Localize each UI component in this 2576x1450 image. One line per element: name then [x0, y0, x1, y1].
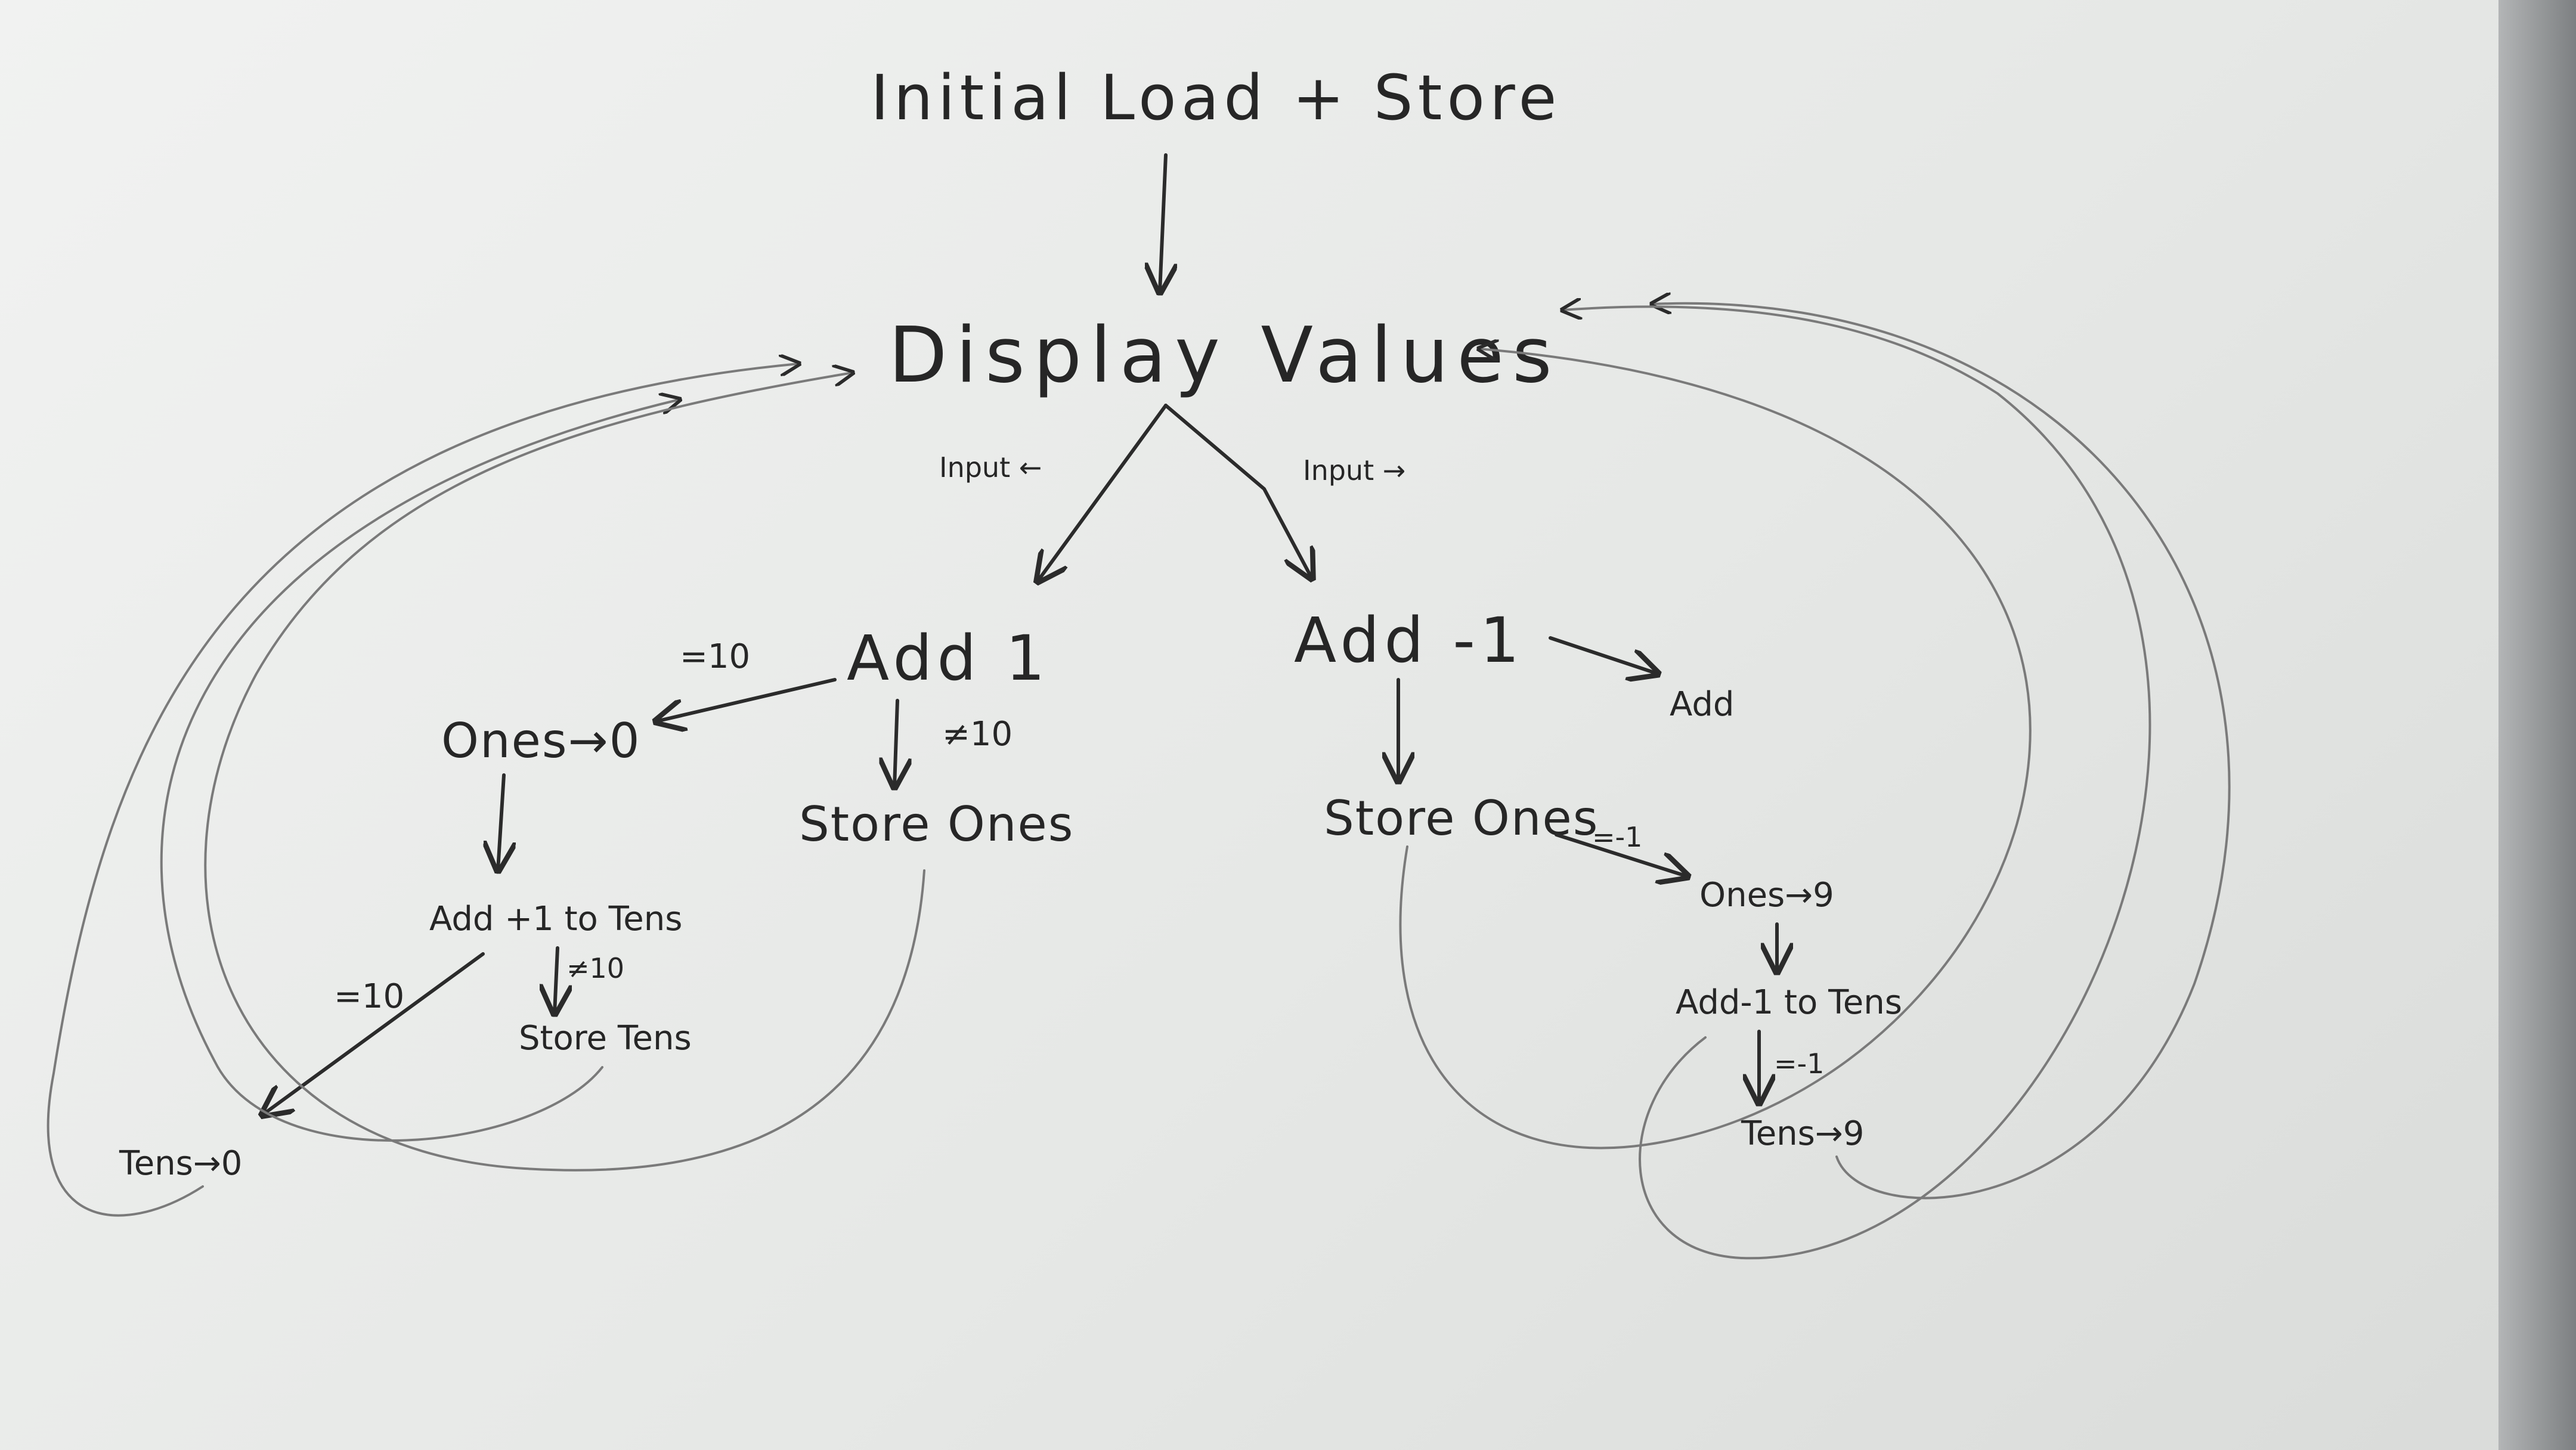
node-add-tens-right: Add-1 to Tens [1676, 983, 1902, 1022]
node-store-ones-right: Store Ones [1324, 791, 1599, 846]
loop-add-tens-right-to-display [1562, 306, 2151, 1260]
node-store-tens: Store Tens [519, 1019, 692, 1058]
edge-label-input-left: Input ← [939, 451, 1042, 484]
node-tens-nine: Tens→9 [1741, 1114, 1864, 1153]
loop-tens-zero-to-display [47, 364, 799, 1217]
arrow-add-one-to-store-ones [894, 699, 897, 787]
node-ones-zero: Ones→0 [441, 713, 641, 769]
arrow-add-tens-to-tens-zero [262, 952, 485, 1115]
edge-label-eq10-ones: =10 [680, 637, 750, 676]
node-display-values: Display Values [888, 311, 1561, 400]
node-add-one: Add 1 [847, 622, 1050, 695]
loop-store-tens-to-display [160, 399, 680, 1142]
loop-store-ones-left-to-display [204, 373, 925, 1172]
node-store-ones-left: Store Ones [799, 797, 1074, 852]
edge-label-eq10-tens: =10 [334, 977, 404, 1016]
arrow-ones-zero-to-add-tens [498, 773, 504, 870]
node-initial-load-store: Initial Load + Store [871, 61, 1561, 134]
arrow-display-to-add-neg-one [1164, 404, 1312, 578]
edge-label-ne10-tens: ≠10 [566, 952, 624, 984]
node-ones-nine: Ones→9 [1699, 876, 1834, 915]
arrow-display-to-add-one [1038, 404, 1168, 581]
edge-label-input-right: Input → [1303, 454, 1405, 487]
node-add-tens-left: Add +1 to Tens [429, 900, 682, 938]
arrow-store-ones-to-ones-nine [1555, 833, 1688, 876]
arrow-add-neg-one-to-add [1549, 636, 1658, 674]
desk-edge [2498, 0, 2576, 1450]
edge-label-eq-neg1-tens: =-1 [1774, 1048, 1824, 1080]
edge-label-ne10: ≠10 [942, 715, 1013, 754]
arrow-add-one-to-ones-zero [656, 678, 837, 721]
arrow-add-tens-to-store-tens [555, 946, 558, 1014]
arrow-initial-to-display [1160, 153, 1166, 292]
loop-store-ones-right-to-display [1399, 349, 2032, 1150]
node-add-neg-one: Add -1 [1294, 604, 1524, 677]
node-add-side: Add [1670, 685, 1734, 724]
node-tens-zero: Tens→0 [119, 1144, 242, 1183]
loop-tens-nine-to-display [1652, 303, 2231, 1200]
